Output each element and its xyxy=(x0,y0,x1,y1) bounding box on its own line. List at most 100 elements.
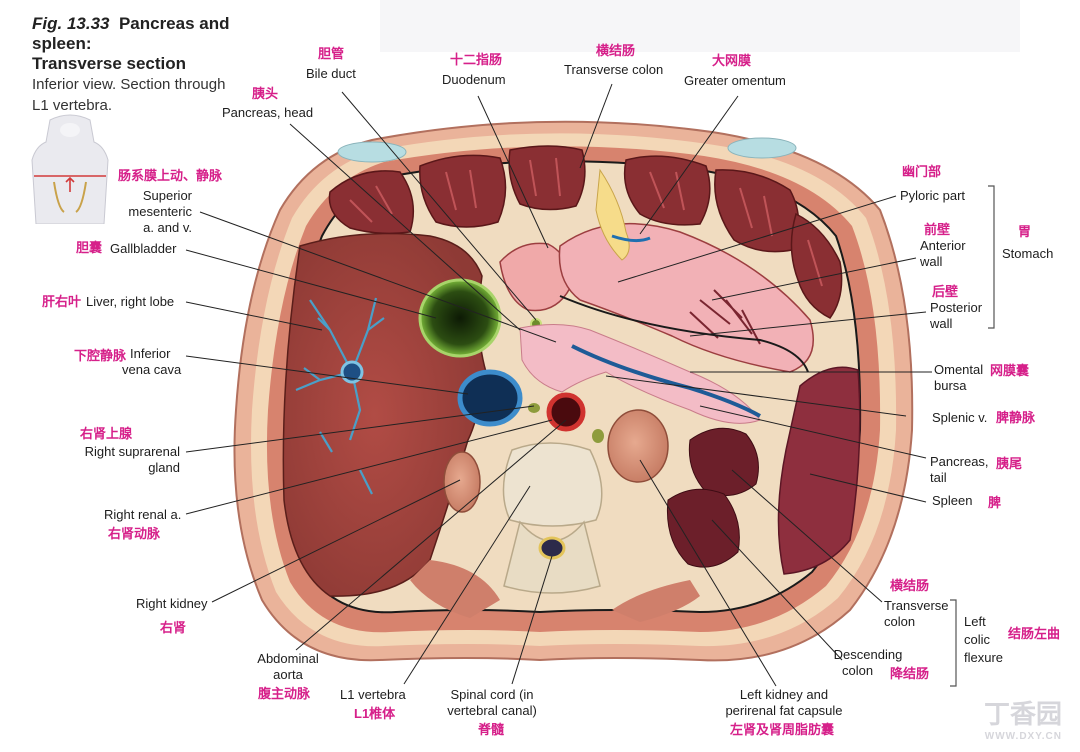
abdominal-aorta-shape xyxy=(546,392,586,432)
greater-omentum-label: Greater omentum xyxy=(684,73,786,88)
watermark-sub: WWW.DXY.CN xyxy=(984,731,1062,742)
posterior-wall-label-line1: Posterior xyxy=(930,300,983,315)
aorta-label-zh: 腹主动脉 xyxy=(258,686,311,701)
suprarenal-left xyxy=(592,429,604,443)
sma-label-zh: 肠系膜上动、静脉 xyxy=(118,168,223,183)
figure-title-line2: Transverse section xyxy=(32,54,187,73)
omental-bursa-line xyxy=(559,295,809,373)
left-kidney-shape xyxy=(607,409,669,483)
rectus-left xyxy=(337,141,407,163)
left-colic-flexure-label-line1: Left xyxy=(964,614,986,629)
figure-caption: Fig. 13.33 Pancreas and spleen: Transver… xyxy=(32,14,292,116)
left-colic-flexure-shape xyxy=(666,488,740,568)
transverse-colon-label-zh: 横结肠 xyxy=(890,578,930,593)
left-colic-flexure-label-line2: colic xyxy=(964,632,991,647)
anterior-wall-label-line2: wall xyxy=(920,254,943,269)
spleen-shape xyxy=(777,366,861,575)
leader-lines xyxy=(185,83,932,687)
spinal-cord-label-line2: vertebral canal) xyxy=(447,703,537,718)
liver-label: Liver, right lobe xyxy=(86,294,175,309)
stomach-body xyxy=(558,222,814,373)
stomach-bracket xyxy=(988,185,995,329)
duodenum-label-zh: 十二指肠 xyxy=(450,52,503,67)
figure-title: Fig. 13.33 Pancreas and spleen: xyxy=(32,14,292,54)
inferior-vena-cava xyxy=(457,369,523,427)
pyloric-part-label: Pyloric part xyxy=(900,188,966,203)
stomach-label-zh: 胃 xyxy=(1018,224,1032,239)
gallbladder xyxy=(418,278,502,358)
descending-colon-label-zh: 降结肠 xyxy=(890,666,930,681)
spleen-label: Spleen xyxy=(932,493,973,508)
sma-label-line3: a. and v. xyxy=(143,220,192,235)
suprarenal-label-line1: Right suprarenal xyxy=(84,444,180,459)
omental-bursa-label-line1: Omental xyxy=(934,362,984,377)
pancreas-tail-label-line1: Pancreas, xyxy=(930,454,989,469)
ivc-label-zh: 下腔静脉 xyxy=(74,348,127,363)
gallbladder-label: Gallbladder xyxy=(110,241,177,256)
spleen-label-zh: 脾 xyxy=(988,495,1002,510)
flexure-bracket xyxy=(950,599,957,687)
renal-artery-label-zh: 右肾动脉 xyxy=(108,526,161,541)
pancreas-head-label: Pancreas, head xyxy=(222,105,314,120)
watermark-main: 丁香园 xyxy=(983,699,1062,729)
suprarenal-label-line2: gland xyxy=(148,460,180,475)
left-kidney-label-line2: perirenal fat capsule xyxy=(725,703,843,718)
figure-number: Fig. 13.33 xyxy=(32,14,110,33)
orientation-thumbnail xyxy=(31,114,109,224)
renal-artery-label: Right renal a. xyxy=(104,507,182,522)
header-band xyxy=(380,0,1020,52)
pancreas-tail-label-zh: 胰尾 xyxy=(996,456,1023,471)
spinal-cord-shape xyxy=(538,536,566,560)
stomach-label: Stomach xyxy=(1002,246,1054,261)
left-colic-flexure-label-zh: 结肠左曲 xyxy=(1008,626,1061,641)
transverse-colon-label-line1: Transverse xyxy=(884,598,949,613)
l1-vertebra-label-zh: L1椎体 xyxy=(354,706,396,721)
l1-vertebra-label: L1 vertebra xyxy=(340,687,406,702)
duodenum-label: Duodenum xyxy=(442,72,506,87)
left-colic-flexure-label-line3: flexure xyxy=(964,650,1004,665)
left-kidney-label-zh: 左肾及肾周脂肪囊 xyxy=(730,722,835,737)
suprarenal-right xyxy=(528,403,540,413)
l1-vertebra-shape xyxy=(502,442,603,527)
transverse-colon-top-label-zh: 横结肠 xyxy=(596,43,636,58)
hepatic-vein xyxy=(340,360,364,384)
bile-duct-label: Bile duct xyxy=(306,66,356,81)
posterior-wall-label-zh: 后壁 xyxy=(932,284,959,299)
hepatic-vessels xyxy=(295,297,385,495)
rectus-right xyxy=(727,137,797,159)
right-kidney-shape xyxy=(443,451,481,513)
stomach-rugae xyxy=(689,289,761,345)
transverse-colon-label-line2: colon xyxy=(884,614,916,629)
left-kidney-label-line1: Left kidney and xyxy=(739,687,829,702)
right-kidney-label-zh: 右肾 xyxy=(160,620,187,635)
gallbladder-label-zh: 胆囊 xyxy=(76,240,103,255)
descending-colon-label-line2: colon xyxy=(842,663,874,678)
site-watermark: 丁香园 WWW.DXY.CN xyxy=(984,694,1062,742)
sma-label-line2: mesenteric xyxy=(128,204,192,219)
aorta-label-line2: aorta xyxy=(273,667,303,682)
psoas-muscles xyxy=(410,560,700,622)
pancreas-tail-label-line2: tail xyxy=(930,470,947,485)
descending-colon-shape xyxy=(688,427,759,497)
suprarenal-label-zh: 右肾上腺 xyxy=(80,426,133,441)
aorta-label-line1: Abdominal xyxy=(257,651,319,666)
figure-title-line1: Pancreas and spleen: xyxy=(32,14,230,53)
anterior-wall-label-zh: 前壁 xyxy=(924,222,951,237)
liver-label-zh: 肝右叶 xyxy=(42,294,82,309)
figure-subtitle-line2: L1 vertebra. xyxy=(32,97,113,114)
greater-omentum-label-zh: 大网膜 xyxy=(712,53,752,68)
transverse-colon-loops xyxy=(328,145,843,319)
spinal-cord-label-line1: Spinal cord (in xyxy=(450,687,534,702)
posterior-wall-label-line2: wall xyxy=(930,316,953,331)
splenic-vein-label-zh: 脾静脉 xyxy=(996,410,1036,425)
ivc-label-line2: vena cava xyxy=(122,362,182,377)
splenic-vein-label: Splenic v. xyxy=(932,410,988,425)
right-kidney-label: Right kidney xyxy=(136,596,208,611)
omental-bursa-label-line2: bursa xyxy=(934,378,967,393)
figure-subtitle-line1: Inferior view. Section through xyxy=(32,76,226,93)
ivc-label-line1: Inferior xyxy=(130,346,171,361)
descending-colon-label-line1: Descending xyxy=(833,647,903,662)
spinal-cord-label-zh: 脊髓 xyxy=(478,722,505,737)
bile-duct-label-zh: 胆管 xyxy=(318,46,345,61)
